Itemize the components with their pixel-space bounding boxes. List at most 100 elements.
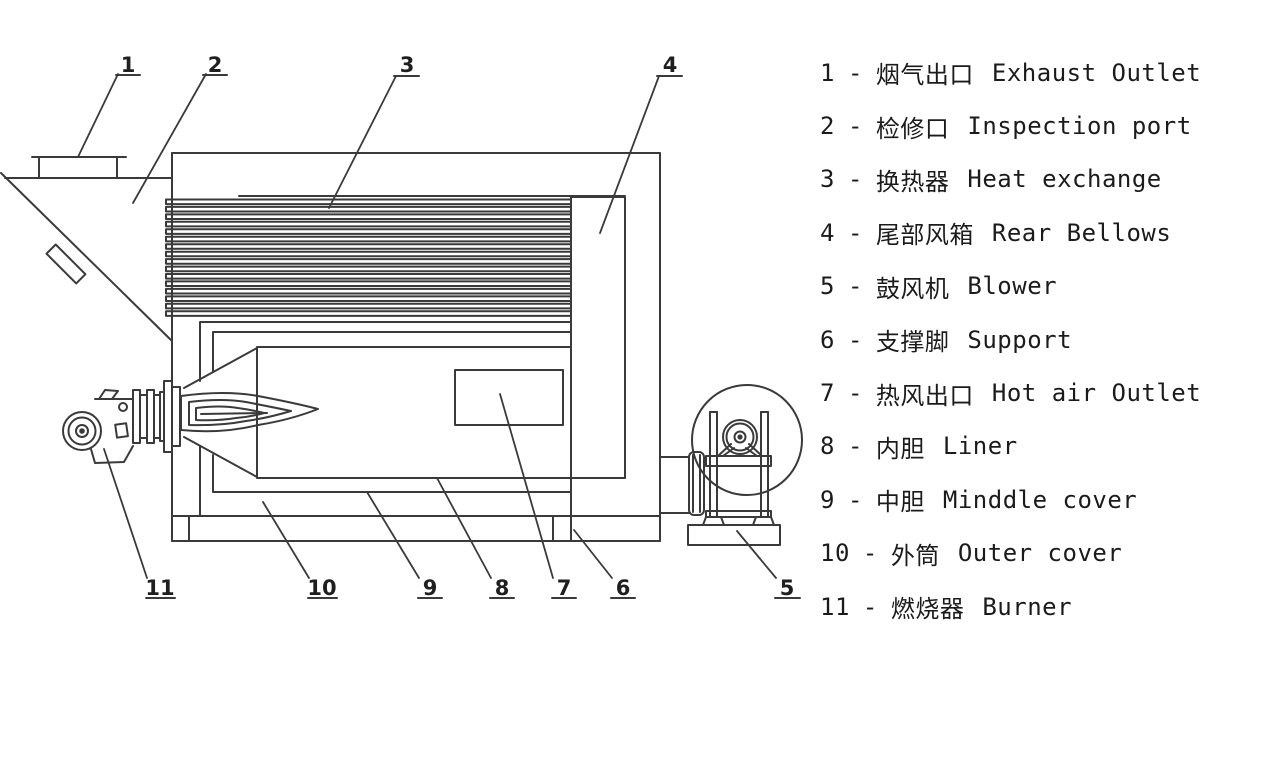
blower-base-block bbox=[687, 524, 781, 546]
legend-item-2: 2-检修口 Inspection port bbox=[820, 99, 1201, 152]
legend-num: 9 bbox=[820, 485, 835, 514]
legend-zh: 热风出口 bbox=[875, 381, 974, 410]
legend-num: 4 bbox=[820, 218, 835, 247]
legend-num: 2 bbox=[820, 112, 835, 141]
leader-5 bbox=[736, 530, 777, 579]
legend-num: 7 bbox=[820, 379, 835, 408]
fin-bar bbox=[165, 302, 572, 310]
fin-bar bbox=[165, 250, 572, 258]
leader-lines bbox=[77, 73, 777, 579]
callout-4: 4 bbox=[663, 53, 678, 77]
legend-separator: - bbox=[862, 592, 878, 621]
fin-bar bbox=[165, 235, 572, 243]
fin-bar bbox=[165, 198, 572, 206]
fin-bar bbox=[165, 273, 572, 280]
fin-bar bbox=[165, 310, 572, 317]
legend-en: Inspection port bbox=[967, 112, 1192, 141]
burner-handle bbox=[98, 389, 119, 400]
legend-separator: - bbox=[847, 379, 863, 408]
leader-9 bbox=[366, 491, 420, 579]
legend-separator: - bbox=[847, 218, 863, 247]
support-base bbox=[171, 515, 661, 542]
legend-separator: - bbox=[862, 539, 878, 568]
legend-zh: 尾部风箱 bbox=[875, 221, 974, 250]
legend-en: Outer cover bbox=[957, 539, 1123, 568]
heat-exchanger-fins bbox=[165, 198, 572, 317]
legend-num: 1 bbox=[820, 58, 835, 87]
leader-3 bbox=[328, 75, 397, 209]
legend-en: Blower bbox=[967, 272, 1058, 301]
blower-flex-connector bbox=[688, 451, 705, 516]
fin-bar bbox=[165, 213, 572, 220]
callout-6: 6 bbox=[616, 576, 631, 600]
callout-2: 2 bbox=[208, 53, 223, 77]
burner-sight-glass bbox=[118, 402, 128, 412]
exhaust-outlet bbox=[31, 156, 127, 179]
leader-4 bbox=[599, 75, 660, 234]
legend-separator: - bbox=[847, 325, 863, 354]
leader-8 bbox=[436, 477, 492, 579]
legend-en: Support bbox=[967, 325, 1073, 354]
leader-1 bbox=[77, 73, 119, 158]
legend-separator: - bbox=[847, 58, 863, 87]
inspection-hopper bbox=[0, 172, 173, 342]
legend-item-9: 9-中胆 Minddle cover bbox=[820, 473, 1201, 526]
liner bbox=[256, 346, 626, 479]
blower-scroll bbox=[691, 384, 803, 496]
legend-zh: 支撑脚 bbox=[875, 328, 950, 357]
fin-bar bbox=[165, 243, 572, 250]
legend-zh: 燃烧器 bbox=[890, 595, 965, 624]
blower bbox=[659, 384, 803, 546]
leader-7 bbox=[499, 393, 554, 579]
blower-duct bbox=[659, 456, 690, 514]
legend-zh: 换热器 bbox=[875, 167, 950, 196]
legend-num: 10 bbox=[820, 539, 850, 568]
legend-num: 8 bbox=[820, 432, 835, 461]
outer-cover bbox=[171, 152, 661, 542]
hot-air-outlet bbox=[454, 369, 564, 426]
legend-en: Liner bbox=[942, 432, 1018, 461]
legend-item-10: 10-外筒 Outer cover bbox=[820, 527, 1201, 580]
legend-en: Heat exchange bbox=[967, 165, 1162, 194]
legend-zh: 检修口 bbox=[875, 114, 950, 143]
legend-zh: 中胆 bbox=[875, 488, 925, 517]
flame bbox=[180, 392, 319, 433]
fin-bar bbox=[165, 295, 572, 302]
legend-num: 6 bbox=[820, 325, 835, 354]
legend-num: 11 bbox=[820, 592, 850, 621]
callout-7: 7 bbox=[557, 576, 572, 600]
middle-cover bbox=[212, 331, 572, 493]
legend-zh: 外筒 bbox=[890, 541, 940, 570]
legend-item-11: 11-燃烧器 Burner bbox=[820, 580, 1201, 633]
leader-10 bbox=[262, 501, 310, 579]
callout-11: 11 bbox=[145, 576, 174, 600]
callout-1: 1 bbox=[121, 53, 136, 77]
legend-en: Minddle cover bbox=[942, 485, 1138, 514]
callout-5: 5 bbox=[780, 576, 795, 600]
legend-num: 3 bbox=[820, 165, 835, 194]
leader-11 bbox=[103, 448, 148, 579]
fin-bar bbox=[165, 265, 572, 273]
burner-barrel bbox=[132, 380, 181, 453]
fin-bar bbox=[165, 258, 572, 265]
fin-bar bbox=[165, 228, 572, 235]
legend-num: 5 bbox=[820, 272, 835, 301]
legend-separator: - bbox=[847, 112, 863, 141]
legend-separator: - bbox=[847, 485, 863, 514]
fin-bar bbox=[165, 287, 572, 295]
burner-cone bbox=[183, 347, 258, 478]
legend-item-6: 6-支撑脚 Support bbox=[820, 313, 1201, 366]
burner-control-box bbox=[114, 422, 129, 439]
legend-en: Hot air Outlet bbox=[991, 379, 1202, 408]
legend-en: Burner bbox=[982, 592, 1073, 621]
rear-bellows bbox=[570, 196, 626, 542]
leader-2 bbox=[132, 73, 207, 204]
blower-motor bbox=[722, 419, 758, 455]
leader-6 bbox=[573, 529, 613, 579]
